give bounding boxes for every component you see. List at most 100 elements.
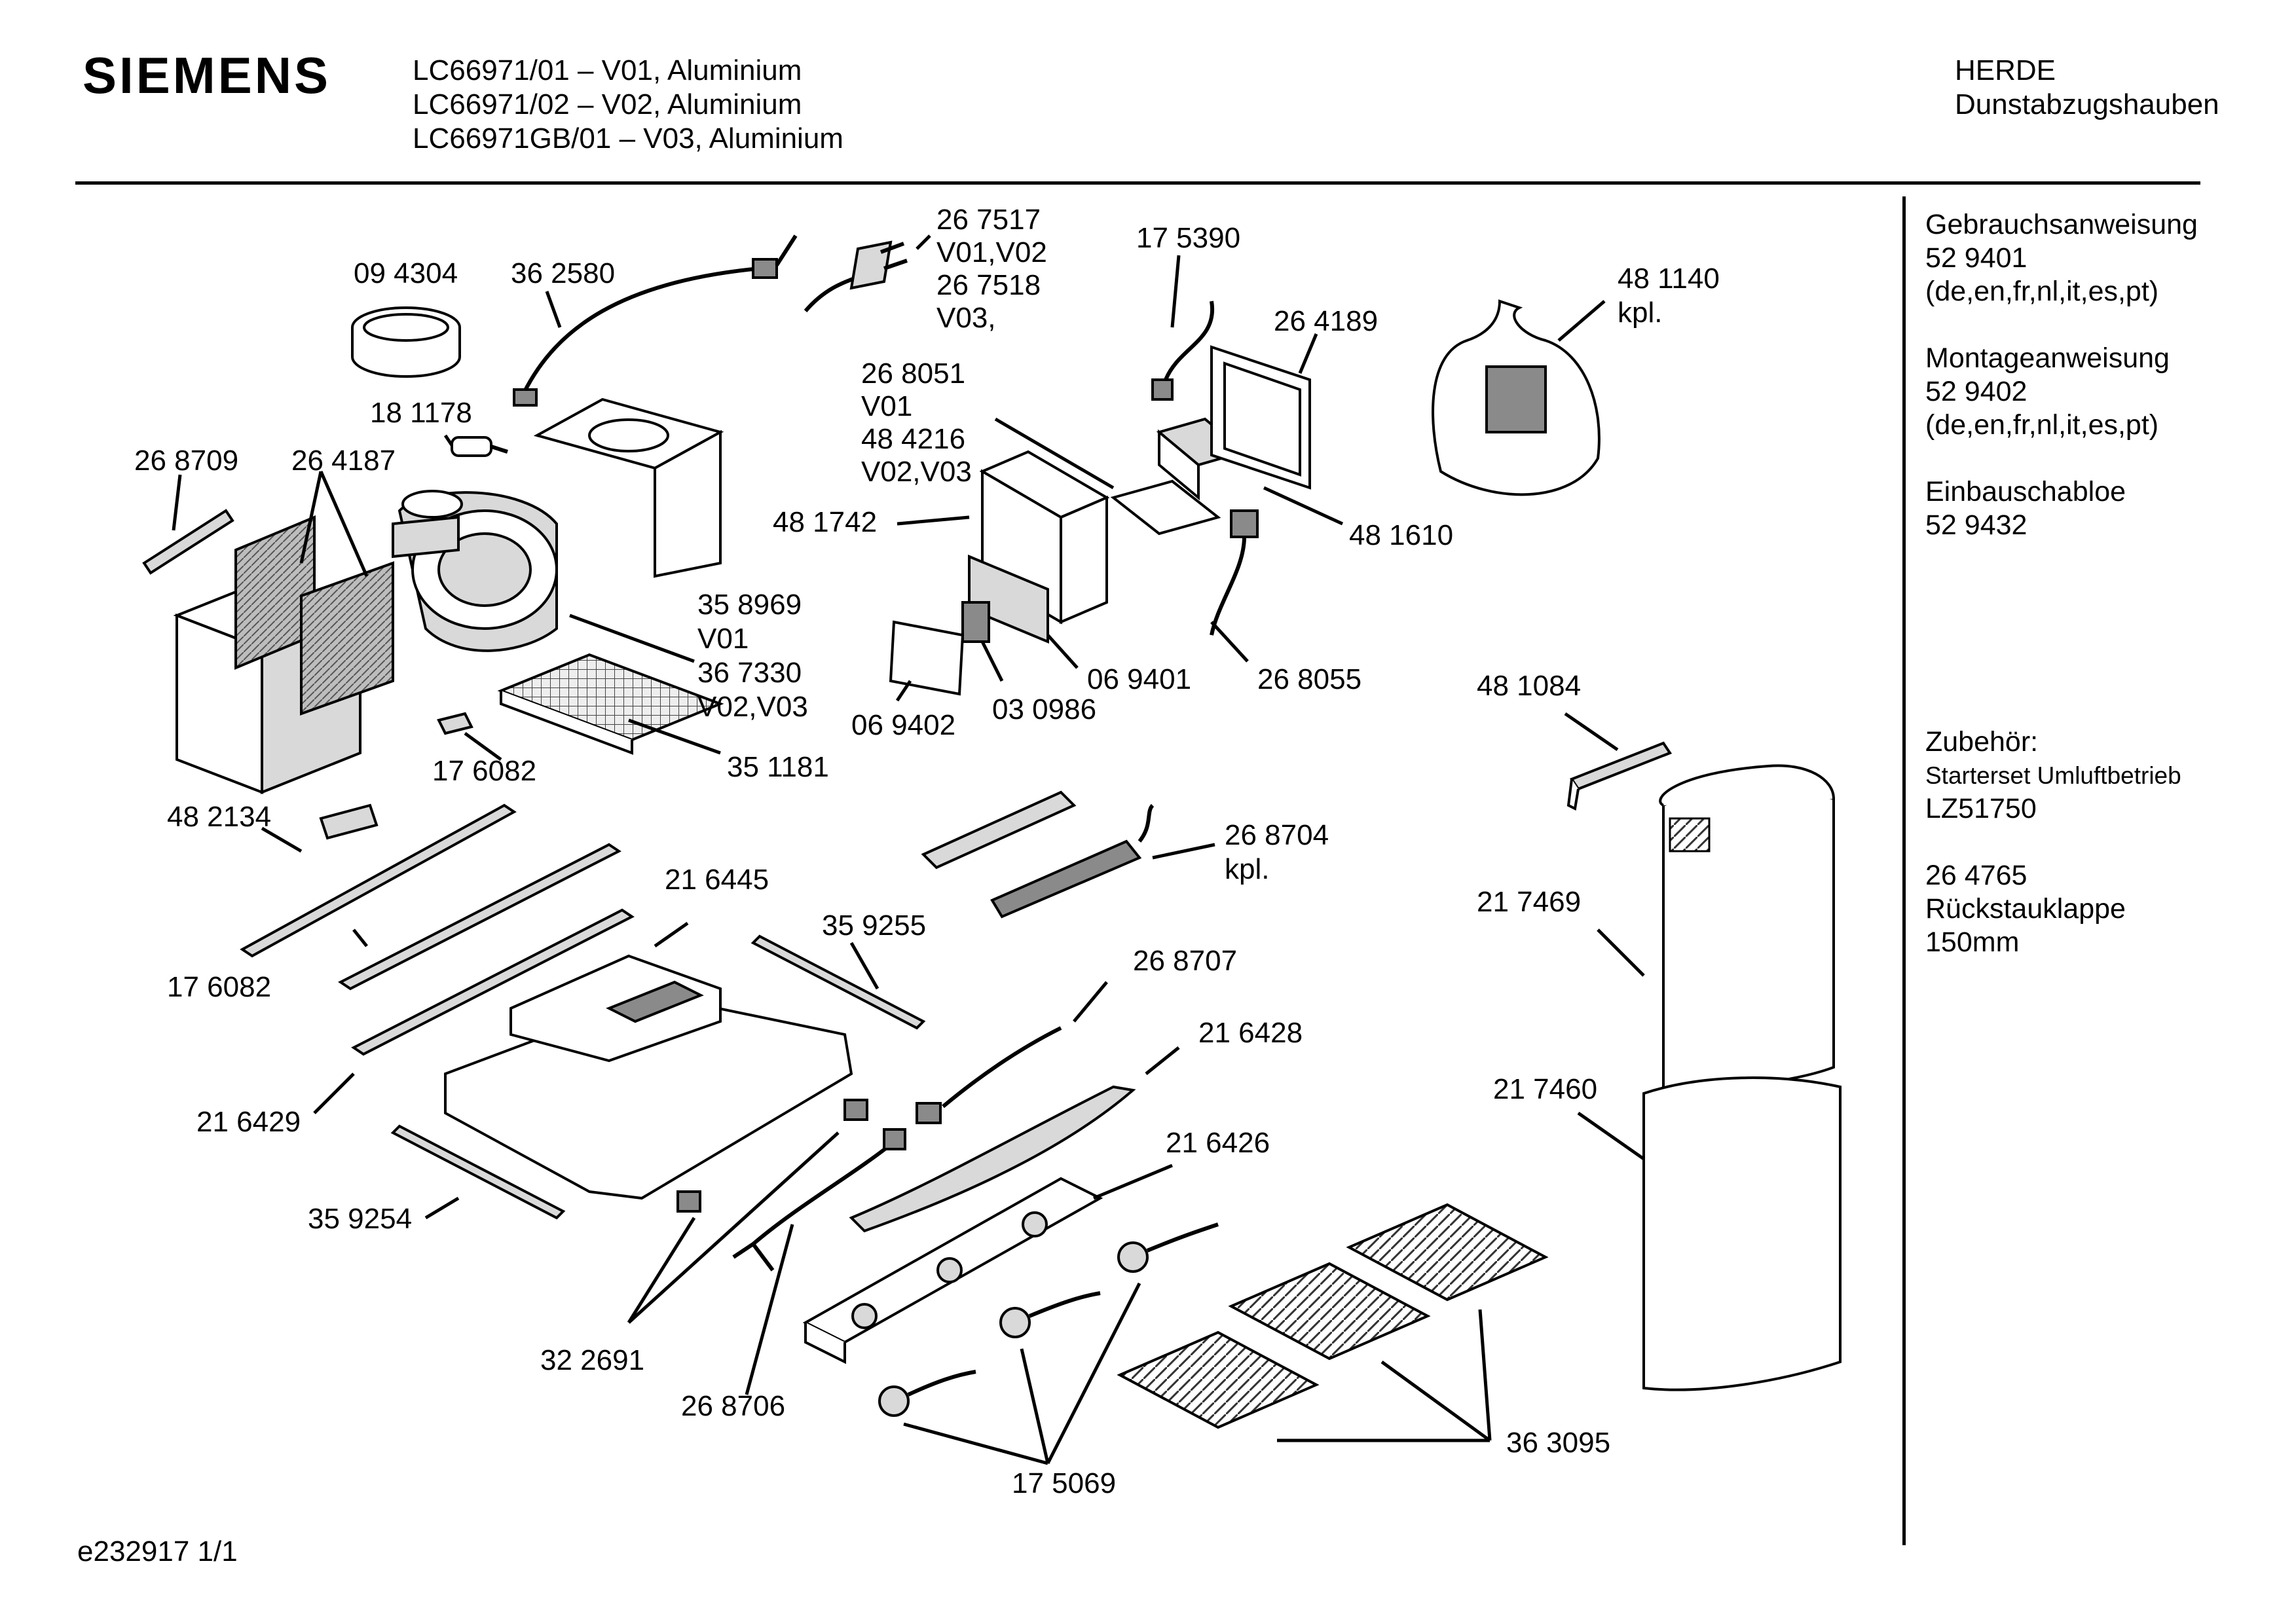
part-label: 21 6426 (1166, 1127, 1270, 1159)
part-label: 03 0986 (992, 693, 1096, 725)
install-title: Montageanweisung (1925, 342, 2170, 374)
part-label: 26 8706 (681, 1390, 785, 1422)
lower-chimney-drawing (1642, 1076, 1842, 1391)
manual-title: Gebrauchsanweisung (1925, 209, 2198, 240)
template-number: 52 9432 (1925, 509, 2028, 541)
part-label: 21 7460 (1493, 1073, 1597, 1105)
part-label: 17 5390 (1136, 222, 1240, 254)
part-label: 32 2691 (540, 1344, 644, 1376)
part-label: 35 1181 (727, 751, 829, 783)
fan-motor-drawing (392, 490, 558, 652)
install-languages: (de,en,fr,nl,it,es,pt) (1925, 409, 2159, 441)
metal-filters-drawing (1117, 1203, 1549, 1429)
fan-mounting-plate-drawing (533, 397, 724, 578)
part-label: 35 9254 (308, 1203, 412, 1235)
sensor-cable-drawing (1151, 301, 1215, 401)
part-label: V01 (697, 623, 749, 655)
cable-drawing (513, 234, 798, 407)
part-label: 26 4187 (291, 445, 396, 477)
model-line: LC66971GB/01 – V03, Aluminium (413, 122, 843, 155)
part-label: 17 6082 (167, 971, 271, 1003)
accessories-block: Zubehör: Starterset Umluftbetrieb LZ5175… (1925, 725, 2279, 826)
damper-size: 150mm (1925, 926, 2020, 958)
product-category: HERDE Dunstabzugshauben (1955, 54, 2219, 122)
part-label: 48 1084 (1477, 670, 1581, 702)
template-title: Einbauschabloe (1925, 476, 2126, 507)
accessories-item: Starterset Umluftbetrieb (1925, 762, 2181, 789)
part-label: 26 7518 (936, 269, 1041, 301)
wiring-harness-drawing (732, 1026, 1062, 1272)
accessories-code: LZ51750 (1925, 793, 2037, 824)
part-label: 17 5069 (1012, 1467, 1116, 1499)
grease-filter-drawing (497, 653, 724, 755)
category-line-1: HERDE (1955, 54, 2056, 86)
part-label: kpl. (1225, 853, 1269, 885)
part-label: 36 3095 (1506, 1427, 1610, 1459)
part-label: 21 6429 (196, 1106, 301, 1138)
capacitor-drawing (451, 436, 508, 457)
model-list: LC66971/01 – V01, Aluminium LC66971/02 –… (413, 54, 843, 156)
part-label: 21 6445 (665, 864, 769, 896)
template-block: Einbauschabloe 52 9432 (1925, 475, 2279, 542)
part-label: 26 8707 (1133, 945, 1237, 977)
side-rails-drawing (240, 803, 926, 1220)
part-label: 26 8051 (861, 357, 965, 390)
document-sidebar: Gebrauchsanweisung 52 9401 (de,en,fr,nl,… (1925, 208, 2279, 993)
manual-number: 52 9401 (1925, 242, 2028, 274)
part-label: V01 (861, 390, 912, 422)
part-labels: 09 4304 36 2580 26 7517 V01,V02 26 7518 … (134, 204, 1720, 1499)
manual-block: Gebrauchsanweisung 52 9401 (de,en,fr,nl,… (1925, 208, 2279, 308)
part-label: 48 1742 (773, 506, 877, 538)
part-label: 48 4216 (861, 423, 965, 455)
part-label: 35 9255 (822, 909, 926, 942)
accessory-bag-drawing (1432, 299, 1601, 496)
part-label: 48 1140 (1618, 263, 1720, 295)
duct-ring-drawing (351, 306, 461, 378)
accessories-title: Zubehör: (1925, 726, 2039, 758)
category-line-2: Dunstabzugshauben (1955, 88, 2219, 120)
install-number: 52 9402 (1925, 376, 2028, 407)
part-label: 35 8969 (697, 589, 802, 621)
part-label: 26 8709 (134, 445, 238, 477)
part-label: 18 1178 (370, 397, 472, 429)
leader-lines (172, 234, 1645, 1465)
manual-languages: (de,en,fr,nl,it,es,pt) (1925, 276, 2159, 307)
damper-block: 26 4765 Rückstauklappe 150mm (1925, 859, 2279, 959)
part-label: kpl. (1618, 297, 1662, 329)
circuit-card-drawing (889, 620, 965, 696)
spring-clip-drawing (437, 712, 473, 735)
part-label: V03, (936, 302, 996, 334)
part-label: 48 2134 (167, 801, 271, 833)
part-label: 36 2580 (511, 257, 615, 289)
damper-title: Rückstauklappe (1925, 893, 2126, 925)
part-label: 21 6428 (1198, 1017, 1303, 1049)
part-label: V02,V03 (697, 691, 808, 723)
part-label: 26 8055 (1257, 663, 1361, 695)
control-box-drawing (961, 450, 1110, 644)
control-panel-drawing (921, 790, 1155, 919)
sidebar-divider (1902, 196, 1906, 1545)
mains-plug-drawing (804, 240, 908, 312)
brand-logo: SIEMENS (83, 46, 331, 104)
part-label: 26 4189 (1274, 305, 1378, 337)
part-label: V02,V03 (861, 456, 972, 488)
part-label: V01,V02 (936, 236, 1047, 268)
part-label: 06 9401 (1087, 663, 1191, 695)
front-trim-drawing (849, 1085, 1136, 1233)
part-label: 21 7469 (1477, 886, 1581, 918)
damper-number: 26 4765 (1925, 860, 2028, 891)
drawing-reference: e232917 1/1 (77, 1535, 238, 1567)
part-label: 06 9402 (851, 709, 955, 741)
display-frame-drawing (1210, 345, 1311, 490)
header-divider (75, 181, 2200, 185)
upper-chimney-drawing (1659, 764, 1835, 1095)
part-label: 17 6082 (432, 755, 536, 787)
light-rail-drawing (802, 1177, 1103, 1365)
clip-drawing (142, 509, 234, 575)
part-label: 26 7517 (936, 204, 1041, 236)
install-block: Montageanweisung 52 9402 (de,en,fr,nl,it… (1925, 342, 2279, 442)
part-label: 36 7330 (697, 657, 802, 689)
exploded-view-diagram: 09 4304 36 2580 26 7517 V01,V02 26 7518 … (134, 204, 1842, 1499)
part-label: 48 1610 (1349, 519, 1453, 551)
